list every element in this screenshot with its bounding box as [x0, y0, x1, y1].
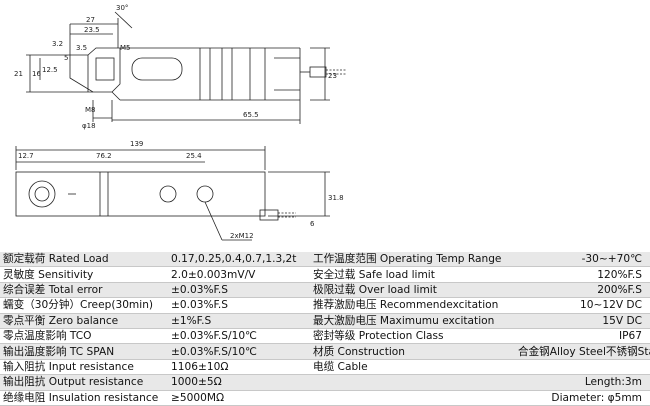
spec-value-2: IP67 — [515, 328, 650, 344]
spec-label: 零点平衡 Zero balance — [0, 313, 168, 329]
dim-23-5: 23.5 — [84, 26, 100, 34]
spec-label-2: 电缆 Cable — [310, 359, 515, 375]
load-cell-technical-drawing: 30° 27 23.5 3.2 3.5 5 M5 21 16 12.5 23 M… — [14, 4, 346, 241]
dim-21: 21 — [14, 70, 23, 78]
spec-value: 2.0±0.003mV/V — [168, 266, 310, 283]
spec-value-2: 15V DC — [515, 313, 650, 329]
dim-angle: 30° — [116, 4, 128, 12]
spec-value: ±0.03%F.S/10℃ — [168, 343, 310, 360]
spec-label: 输出阻抗 Output resistance — [0, 374, 168, 391]
spec-value-2: 120%F.S — [515, 266, 650, 283]
dim-phi18: φ18 — [82, 122, 96, 130]
spec-label: 绝缘电阻 Insulation resistance — [0, 390, 168, 406]
spec-value-2: Length:3m — [515, 374, 650, 391]
dim-31-8: 31.8 — [328, 194, 344, 202]
spec-label: 灵敏度 Sensitivity — [0, 266, 168, 283]
spec-value-2: -30~+70℃ — [515, 252, 650, 267]
dim-139: 139 — [130, 140, 143, 148]
spec-value-2: 200%F.S — [515, 282, 650, 298]
dim-12-7: 12.7 — [18, 152, 34, 160]
spec-label: 额定载荷 Rated Load — [0, 252, 168, 267]
dim-m5: M5 — [120, 44, 131, 52]
dim-6: 6 — [310, 220, 315, 228]
spec-label: 零点温度影响 TCO — [0, 328, 168, 344]
spec-label-2: 极限过载 Over load limit — [310, 282, 515, 298]
spec-value: 1000±5Ω — [168, 374, 310, 391]
dim-65-5: 65.5 — [243, 111, 259, 119]
spec-label: 综合误差 Total error — [0, 282, 168, 298]
spec-label-2: 工作温度范围 Operating Temp Range — [310, 252, 515, 267]
spec-value: 0.17,0.25,0.4,0.7,1.3,2t — [168, 252, 310, 267]
spec-label-2: 材质 Construction — [310, 343, 515, 360]
dim-25-4: 25.4 — [186, 152, 202, 160]
spec-value: ≥5000MΩ — [168, 390, 310, 406]
dim-3-2: 3.2 — [52, 40, 63, 48]
spec-label: 输出温度影响 TC SPAN — [0, 343, 168, 360]
dim-76-2: 76.2 — [96, 152, 112, 160]
spec-label-2: 最大激励电压 Maximumu excitation — [310, 313, 515, 329]
dim-23: 23 — [328, 72, 337, 80]
dim-5: 5 — [64, 54, 68, 62]
spec-row: 绝缘电阻 Insulation resistance≥5000MΩ Diamete… — [0, 390, 650, 406]
dim-16: 16 — [32, 70, 41, 78]
spec-label-2 — [310, 374, 515, 391]
dim-3-5: 3.5 — [76, 44, 87, 52]
spec-value-2: 10~12V DC — [515, 297, 650, 314]
spec-label-2: 密封等级 Protection Class — [310, 328, 515, 344]
spec-label-2: 推荐激励电压 Recommendexcitation — [310, 297, 515, 314]
spec-value: ±1%F.S — [168, 313, 310, 329]
spec-label-2 — [310, 390, 515, 406]
spec-label: 输入阻抗 Input resistance — [0, 359, 168, 375]
dim-27: 27 — [86, 16, 95, 24]
dim-m8: M8 — [85, 106, 96, 114]
dim-12-5: 12.5 — [42, 66, 58, 74]
spec-label: 蠕变（30分钟）Creep(30min) — [0, 297, 168, 314]
spec-value: ±0.03%F.S — [168, 282, 310, 298]
spec-value-2: 合金钢Alloy Steel不锈钢Stainless Steel — [515, 343, 650, 360]
dim-2xm12: 2xM12 — [230, 232, 254, 240]
spec-value-2 — [515, 359, 650, 375]
spec-value: ±0.03%F.S — [168, 297, 310, 314]
spec-value: ±0.03%F.S/10℃ — [168, 328, 310, 344]
spec-value-2: Diameter: φ5mm — [515, 390, 650, 406]
spec-value: 1106±10Ω — [168, 359, 310, 375]
spec-label-2: 安全过载 Safe load limit — [310, 266, 515, 283]
